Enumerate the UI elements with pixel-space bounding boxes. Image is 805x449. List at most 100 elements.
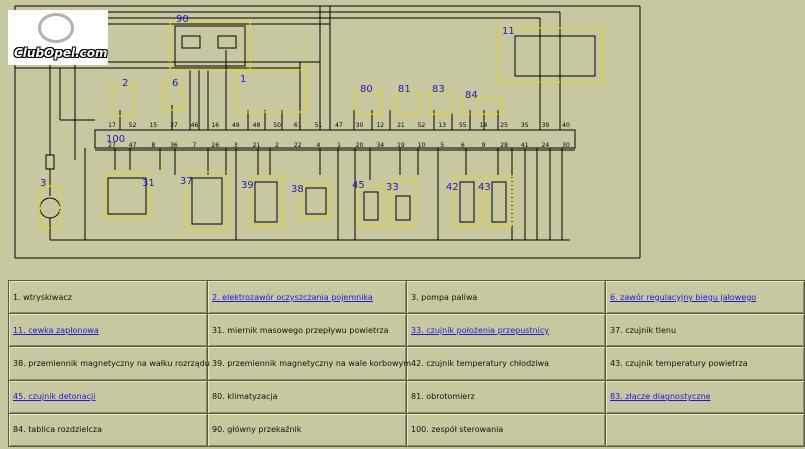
ecu-pin-top-21: 39 [542,122,550,129]
component-label-45: 45 [352,180,365,191]
legend-cell[interactable]: 2. elektrozawór oczyszczania pojemnika [207,279,407,315]
ecu-pin-bottom-3: 36 [170,142,178,149]
ecu-pin-bottom-22: 30 [562,142,570,149]
legend-cell [605,412,805,448]
component-label-84: 84 [465,90,478,101]
component-label-1: 1 [240,74,246,85]
wiring-diagram-svg: 90 2 6 1 80 81 83 84 11 100 3 31 37 39 3… [14,5,641,259]
ecu-pin-bottom-13: 34 [376,142,384,149]
legend-text: 31. miernik masowego przepływu powietrza [212,325,389,335]
component-label-2: 2 [122,78,128,89]
ecu-pin-top-3: 37 [170,122,178,129]
ecu-pin-bottom-10: 4 [316,142,320,149]
ecu-pin-top-17: 55 [459,122,467,129]
legend-text: 1. wtryskiwacz [13,292,72,302]
legend-row: 45. czujnik detonacji 80. klimatyzacja 81.… [8,379,805,414]
legend-row: 38. przemiennik magnetyczny na wałku roz… [8,346,805,381]
legend-cell: 84. tablica rozdzielcza [8,412,208,448]
component-label-83: 83 [432,84,445,95]
component-label-37: 37 [180,176,193,187]
ecu-pin-top-15: 52 [418,122,426,129]
legend-cell: 39. przemiennik magnetyczny na wale korb… [207,346,411,381]
component-label-31: 31 [142,178,155,189]
ecu-pin-top-8: 50 [273,122,281,129]
legend-cell[interactable]: 33. czujnik położenia przepustnicy [406,313,606,348]
ecu-pin-bottom-20: 41 [521,142,529,149]
legend-row: 11. cewka zapłonowa 31. miernik masowego … [8,313,805,348]
legend-text: 90. główny przekaźnik [212,425,302,435]
ecu-pin-top-19: 25 [500,122,508,129]
ecu-pin-bottom-5: 26 [211,142,219,149]
legend-link[interactable]: 2. elektrozawór oczyszczania pojemnika [212,292,373,302]
legend-cell[interactable]: 45. czujnik detonacji [8,379,208,414]
opel-emblem-icon [38,13,74,43]
logo-text: ClubOpel.com [14,46,108,60]
legend-cell[interactable]: 6. zawór regulacyjny biegu jałowego [605,279,805,315]
component-label-3: 3 [40,178,46,189]
legend-text: 100. zespół sterowania [411,425,504,435]
component-legend-table: 1. wtryskiwacz 2. elektrozawór oczyszczan… [8,279,805,448]
ecu-pin-bottom-6: 3 [234,142,238,149]
ecu-pin-bottom-2: 8 [151,142,155,149]
legend-link[interactable]: 6. zawór regulacyjny biegu jałowego [610,292,757,302]
ecu-pin-bottom-4: 7 [193,142,197,149]
ecu-pin-top-4: 46 [191,122,199,129]
legend-row: 84. tablica rozdzielcza 90. główny przeka… [8,412,805,448]
component-label-6: 6 [172,78,178,89]
component-label-33: 33 [386,182,399,193]
ecu-pin-top-9: 61 [294,122,302,129]
legend-cell: 81. obrotomierz [406,379,606,414]
legend-cell: 80. klimatyzacja [207,379,407,414]
legend-cell: 3. pompa paliwa [406,279,606,315]
ecu-pin-top-0: 17 [108,122,116,129]
component-label-100: 100 [106,134,125,145]
ecu-pin-top-22: 40 [562,122,570,129]
component-label-42: 42 [446,182,459,193]
legend-text: 84. tablica rozdzielcza [13,425,103,435]
clubopel-logo: ClubOpel.com [8,10,108,65]
ecu-pin-bottom-16: 5 [440,142,444,149]
ecu-pin-bottom-15: 10 [418,142,426,149]
ecu-pin-bottom-12: 20 [356,142,364,149]
ecu-pin-top-12: 30 [356,122,364,129]
legend-text: 42. czujnik temperatury chłodziwa [411,358,550,368]
ecu-pin-top-20: 35 [521,122,529,129]
ecu-pin-bottom-7: 21 [253,142,261,149]
component-label-80: 80 [360,84,373,95]
ecu-pin-top-1: 52 [129,122,137,129]
legend-text: 3. pompa paliwa [411,292,478,302]
legend-cell: 38. przemiennik magnetyczny na wałku roz… [8,346,210,381]
legend-text: 39. przemiennik magnetyczny na wale korb… [212,358,412,368]
ecu-pin-top-18: 14 [480,122,488,129]
ecu-pin-bottom-21: 24 [542,142,550,149]
ecu-pin-bottom-19: 28 [500,142,508,149]
component-label-11: 11 [502,26,515,37]
component-label-90: 90 [176,14,189,25]
legend-row: 1. wtryskiwacz 2. elektrozawór oczyszczan… [8,279,805,315]
ecu-pin-top-11: 47 [335,122,343,129]
legend-cell: 31. miernik masowego przepływu powietrza [207,313,407,348]
legend-link[interactable]: 45. czujnik detonacji [13,392,96,402]
ecu-pin-top-13: 12 [376,122,384,129]
legend-cell: 43. czujnik temperatury powietrza [605,346,805,381]
legend-cell: 37. czujnik tlenu [605,313,805,348]
ecu-pin-bottom-18: 9 [482,142,486,149]
ecu-pin-bottom-8: 2 [275,142,279,149]
legend-cell: 42. czujnik temperatury chłodziwa [406,346,606,381]
component-label-38: 38 [291,184,304,195]
component-label-81: 81 [398,84,411,95]
ecu-pin-top-6: 49 [232,122,240,129]
legend-text: 80. klimatyzacja [212,392,278,402]
ecu-pin-bottom-14: 19 [397,142,405,149]
legend-link[interactable]: 11. cewka zapłonowa [13,325,99,335]
legend-cell[interactable]: 11. cewka zapłonowa [8,313,208,348]
legend-link[interactable]: 33. czujnik położenia przepustnicy [411,325,549,335]
legend-text: 81. obrotomierz [411,392,475,402]
legend-cell: 1. wtryskiwacz [8,279,208,315]
ecu-pin-bottom-17: 6 [461,142,465,149]
legend-cell[interactable]: 83. złącze diagnostyczne [605,379,805,414]
component-label-43: 43 [478,182,491,193]
legend-link[interactable]: 83. złącze diagnostyczne [610,392,711,402]
